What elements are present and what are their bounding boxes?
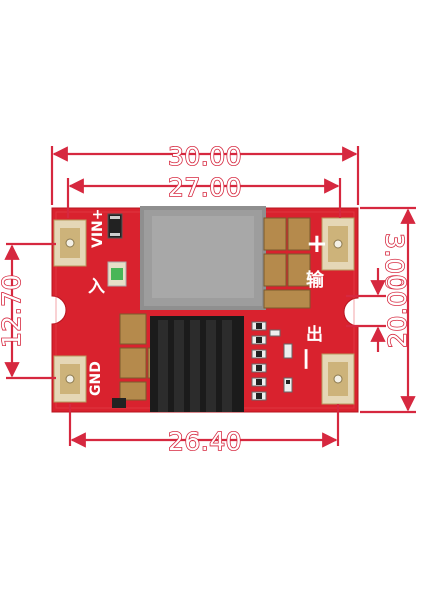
pad-gnd-in [53,355,87,403]
chip-bottom [112,398,126,408]
led-green [107,261,127,287]
dim-label-top-outer: 30.00 [168,142,242,171]
pad-vout-minus [321,353,355,405]
capacitors-right [263,217,311,309]
pcb-board: VIN+ 入 GND + 输 出 — [51,206,359,413]
heatsink [150,316,244,412]
silk-gnd: GND [88,361,104,396]
dim-right-large: 20.00 [360,206,416,414]
silk-chu: 出 [306,324,323,345]
dim-left: 12.70 [0,242,56,380]
silk-ru: 入 [88,277,105,297]
pad-vin [53,219,87,267]
dim-label-top-inner: 27.00 [168,173,242,202]
dim-label-bottom: 26.40 [168,427,242,456]
silk-shu: 输 [306,269,325,291]
dim-top-outer: 30.00 [50,141,360,205]
dim-top-inner: 27.00 [66,172,342,218]
dim-bottom: 26.40 [68,404,340,457]
inductor [140,206,266,310]
pad-vout-plus [321,217,355,271]
chip-small [107,213,123,239]
dim-label-right-large: 20.00 [383,274,412,348]
silk-plus: + [306,229,328,259]
dim-label-left: 12.70 [0,274,26,348]
resistor-column [251,321,293,401]
silk-vin-plus: VIN+ [90,209,106,249]
silk-minus: — [293,348,318,370]
